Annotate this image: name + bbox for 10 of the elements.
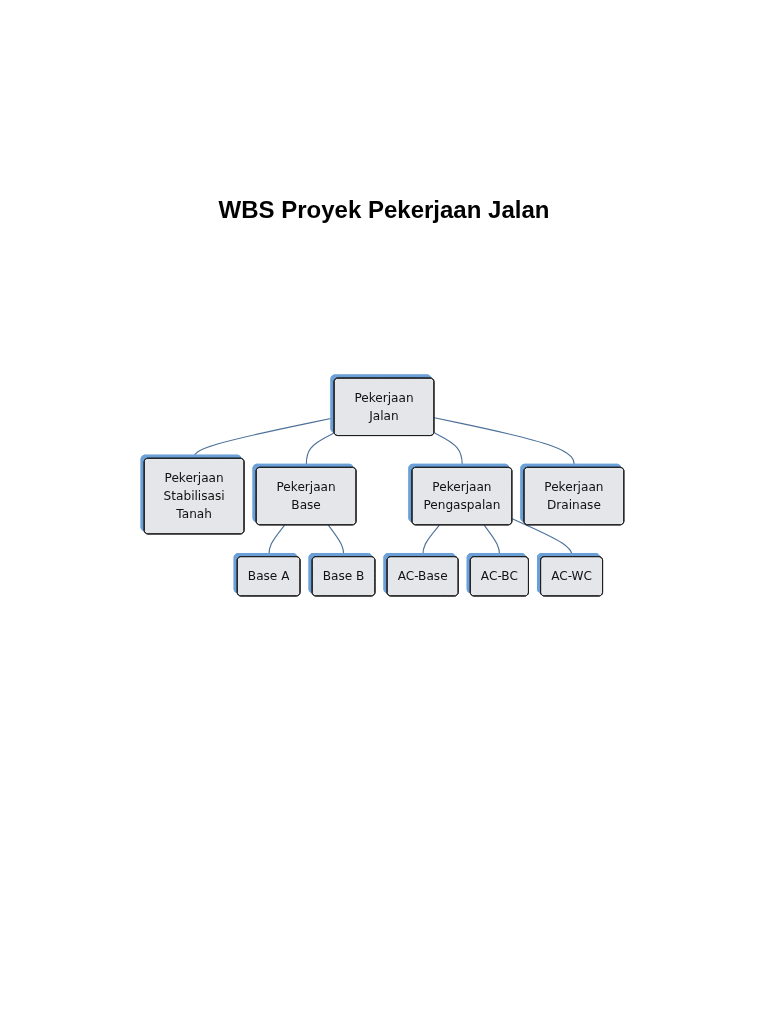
connector (433, 417, 575, 469)
diagram-title: WBS Proyek Pekerjaan Jalan (218, 196, 550, 223)
connector (422, 524, 440, 558)
connector (483, 524, 501, 558)
connector (193, 417, 335, 460)
connector (511, 518, 573, 558)
connector (305, 432, 336, 469)
connector (327, 524, 345, 558)
connector (433, 432, 463, 469)
connector (268, 524, 286, 558)
